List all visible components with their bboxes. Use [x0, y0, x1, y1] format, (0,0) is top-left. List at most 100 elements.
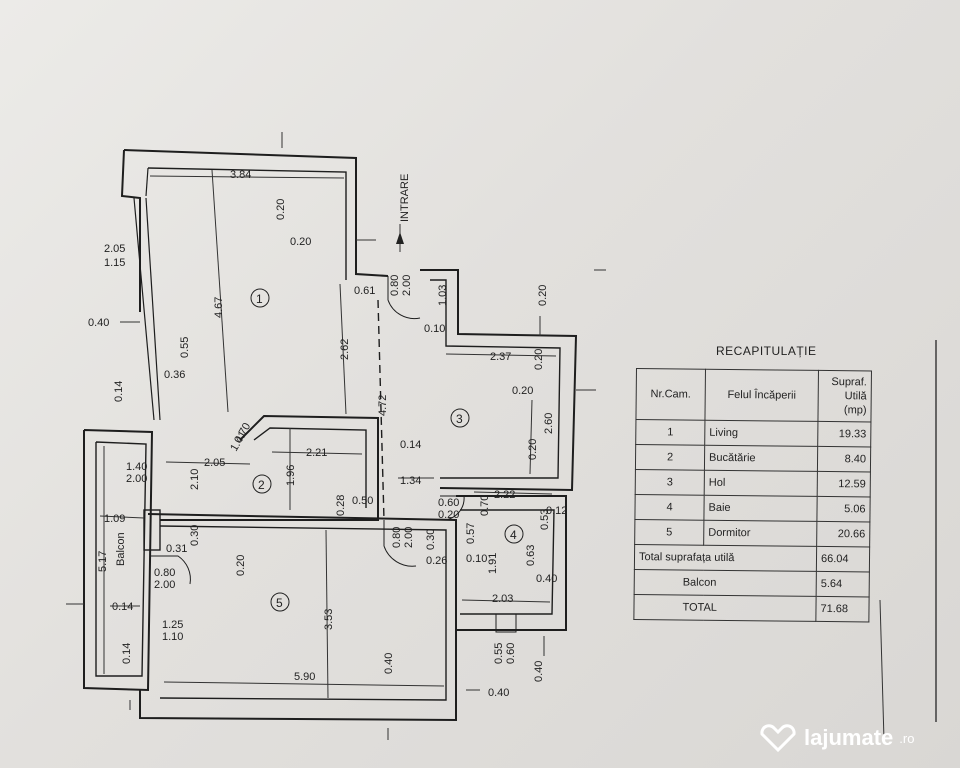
total-label: Balcon — [634, 569, 817, 597]
table-row: 3 Hol 12.59 — [635, 469, 871, 497]
total-value: 66.04 — [816, 546, 870, 572]
svg-text:0.12: 0.12 — [546, 505, 567, 517]
room-1-number: 1 — [256, 292, 263, 306]
row-name: Hol — [704, 470, 818, 497]
svg-text:0.40: 0.40 — [383, 653, 395, 674]
svg-text:0.20: 0.20 — [235, 555, 247, 576]
svg-text:1.40: 1.40 — [126, 461, 147, 473]
svg-text:4.72: 4.72 — [377, 395, 389, 416]
svg-text:0.30: 0.30 — [425, 529, 437, 550]
svg-text:2.60: 2.60 — [543, 413, 555, 434]
total-value: 5.64 — [816, 571, 870, 597]
svg-text:0.20: 0.20 — [275, 199, 287, 220]
svg-text:0.10: 0.10 — [424, 323, 445, 335]
row-nr: 5 — [634, 519, 704, 546]
svg-text:0.20: 0.20 — [533, 349, 545, 370]
svg-text:0.57: 0.57 — [465, 523, 477, 544]
svg-text:2.00: 2.00 — [401, 275, 413, 296]
svg-text:0.14: 0.14 — [400, 439, 421, 451]
room-4-number: 4 — [510, 528, 517, 542]
row-area: 12.59 — [817, 471, 871, 497]
row-area: 5.06 — [816, 496, 871, 522]
svg-text:1.34: 1.34 — [400, 475, 421, 487]
svg-text:1.91: 1.91 — [487, 553, 499, 574]
svg-text:0.40: 0.40 — [536, 573, 557, 585]
svg-text:1.25: 1.25 — [162, 619, 183, 631]
recap-title: RECAPITULAȚIE — [716, 344, 817, 358]
dimension-labels: 3.84 0.20 0.20 4.67 2.62 4.72 0.61 0.80 … — [88, 169, 567, 699]
svg-text:0.26: 0.26 — [426, 555, 447, 567]
header-felul: Felul Încăperii — [704, 369, 819, 422]
svg-text:2.21: 2.21 — [306, 447, 327, 459]
svg-text:0.31: 0.31 — [166, 543, 187, 555]
svg-text:0.53: 0.53 — [539, 509, 551, 530]
svg-text:0.20: 0.20 — [512, 385, 533, 397]
svg-text:0.14: 0.14 — [121, 643, 133, 664]
table-header-row: Nr.Cam. Felul Încăperii Supraf. Utilă (m… — [635, 368, 872, 422]
svg-text:0.14: 0.14 — [112, 601, 133, 613]
svg-text:0.10: 0.10 — [466, 553, 487, 565]
svg-text:1.10: 1.10 — [162, 631, 183, 643]
total-label: TOTAL — [633, 594, 817, 622]
svg-text:0.20: 0.20 — [290, 236, 311, 248]
wall-living — [123, 149, 389, 277]
row-area: 8.40 — [817, 446, 871, 472]
balcony-label: Balcon — [115, 532, 127, 566]
table-row: 4 Baie 5.06 — [634, 494, 871, 522]
svg-text:0.50: 0.50 — [352, 495, 373, 507]
svg-text:0.61: 0.61 — [354, 285, 375, 297]
svg-text:0.14: 0.14 — [113, 381, 125, 402]
svg-text:1.15: 1.15 — [104, 257, 125, 269]
svg-text:2.05: 2.05 — [104, 243, 125, 255]
room-5-number: 5 — [276, 596, 283, 610]
total-value: 71.68 — [815, 596, 870, 622]
svg-text:0.60: 0.60 — [438, 497, 459, 509]
wall-balcony — [83, 429, 154, 692]
row-name: Dormitor — [703, 520, 817, 547]
svg-text:0.30: 0.30 — [189, 525, 201, 546]
watermark-suffix: .ro — [899, 730, 915, 746]
room-3-number: 3 — [456, 412, 463, 426]
row-name: Baie — [703, 495, 818, 522]
total-row: Balcon 5.64 — [634, 569, 870, 597]
wall-kitchen — [160, 414, 379, 521]
svg-text:3.53: 3.53 — [323, 609, 335, 630]
table-row: 1 Living 19.33 — [635, 419, 871, 447]
watermark-text: lajumate — [804, 725, 894, 750]
svg-text:5.17: 5.17 — [97, 551, 109, 572]
svg-text:2.00: 2.00 — [154, 579, 175, 591]
svg-text:2.00: 2.00 — [403, 527, 415, 548]
row-nr: 1 — [635, 419, 705, 446]
svg-text:2.00: 2.00 — [126, 473, 147, 485]
wall-hall — [420, 269, 578, 492]
svg-text:0.28: 0.28 — [335, 495, 347, 516]
svg-text:0.63: 0.63 — [525, 545, 537, 566]
svg-text:3.84: 3.84 — [230, 169, 251, 181]
svg-text:0.80: 0.80 — [154, 567, 175, 579]
svg-text:2.37: 2.37 — [490, 351, 511, 363]
svg-text:0.20: 0.20 — [537, 285, 549, 306]
svg-text:0.20: 0.20 — [438, 509, 459, 521]
svg-text:0.80: 0.80 — [389, 275, 401, 296]
row-nr: 2 — [635, 444, 705, 471]
svg-text:1.96: 1.96 — [285, 465, 297, 486]
total-label: Total suprafața utilă — [634, 544, 817, 572]
svg-text:2.62: 2.62 — [339, 339, 351, 360]
header-nr: Nr.Cam. — [635, 368, 706, 421]
table-row: 5 Dormitor 20.66 — [634, 519, 870, 547]
row-nr: 4 — [634, 494, 705, 521]
svg-text:0.70: 0.70 — [479, 495, 491, 516]
svg-text:0.40: 0.40 — [533, 661, 545, 682]
total-row: Total suprafața utilă 66.04 — [634, 544, 870, 572]
svg-text:0.55: 0.55 — [179, 337, 191, 358]
svg-text:5.90: 5.90 — [294, 671, 315, 683]
svg-text:0.20: 0.20 — [527, 439, 539, 460]
svg-text:2.03: 2.03 — [492, 593, 513, 605]
room-2-number: 2 — [258, 478, 265, 492]
heart-logo-icon — [760, 724, 796, 752]
svg-text:2.22: 2.22 — [494, 489, 515, 501]
wall-living-left — [120, 149, 141, 312]
row-area: 20.66 — [816, 521, 870, 547]
svg-text:0.55: 0.55 — [493, 643, 505, 664]
row-area: 19.33 — [817, 421, 871, 447]
